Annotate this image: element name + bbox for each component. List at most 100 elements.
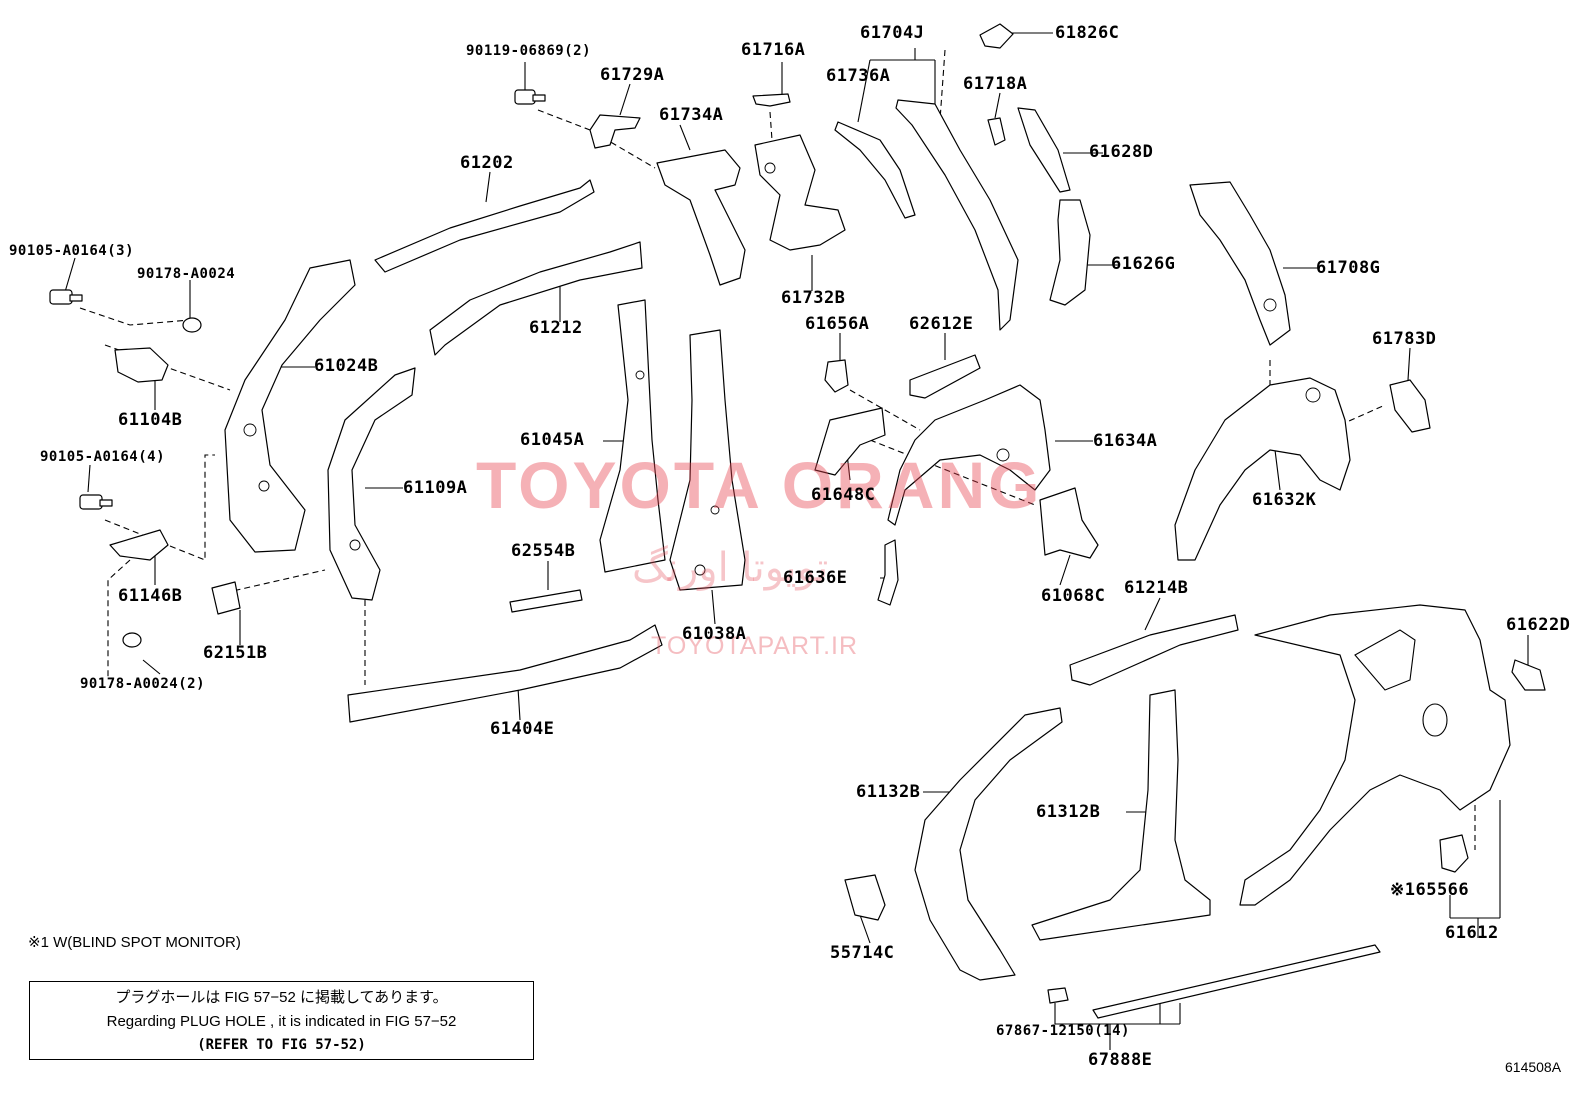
part-label-p23[interactable]: 61634A	[1093, 431, 1158, 451]
part-label-p22[interactable]: 61045A	[520, 430, 585, 450]
part-label-p8[interactable]: 61734A	[659, 105, 724, 125]
pillar-61312B	[1031, 689, 1211, 941]
part-label-p20[interactable]: 61024B	[314, 356, 379, 376]
rocker-61404E	[347, 624, 663, 723]
leader-lines	[64, 32, 1529, 1050]
part-label-p36[interactable]: 90178-A0024(2)	[80, 676, 206, 692]
illustration-code: 614508A	[1505, 1059, 1562, 1075]
rail-61214B	[1069, 614, 1239, 686]
part-label-p12[interactable]: 61708G	[1316, 258, 1381, 278]
part-label-p38[interactable]: 61132B	[856, 782, 921, 802]
part-label-p37[interactable]: 61404E	[490, 719, 555, 739]
part-label-p24[interactable]: 90105-A0164(4)	[40, 449, 166, 465]
pillar-61109A	[327, 367, 416, 601]
quarter-window	[1354, 629, 1416, 691]
plug-hole-note-refer[interactable]: (REFER TO FIG 57-52)	[197, 1037, 366, 1053]
clip-61718A	[987, 117, 1006, 146]
plug-hole-note-english: Regarding PLUG HOLE , it is indicated in…	[106, 1013, 457, 1030]
plug-hole-note-japanese: プラグホールは FIG 57−52 に掲載してあります。	[115, 989, 448, 1006]
hole-details	[243, 162, 1321, 576]
part-shapes	[49, 23, 1546, 1019]
part-label-p6[interactable]: 61736A	[826, 66, 891, 86]
part-label-p44[interactable]: 67888E	[1088, 1050, 1153, 1070]
bracket-61622D	[1511, 659, 1546, 691]
part-label-p14[interactable]: 90178-A0024	[137, 266, 236, 282]
cap-61826C	[979, 23, 1014, 49]
pillar-61038A	[669, 329, 746, 591]
part-label-p11[interactable]: 61626G	[1111, 254, 1176, 274]
panel-61783D	[1389, 379, 1431, 433]
nut-90178	[182, 317, 202, 333]
part-label-p17[interactable]: 61656A	[805, 314, 870, 334]
footnote: ※1 W(BLIND SPOT MONITOR)	[28, 934, 241, 951]
bracket-165566	[1439, 834, 1469, 873]
part-label-p40[interactable]: ※165566	[1390, 880, 1470, 900]
part-label-p1[interactable]: 90119-06869(2)	[466, 43, 592, 59]
rail-61736A	[834, 121, 916, 219]
bolt-90105-4	[79, 494, 113, 510]
part-label-p27[interactable]: 61632K	[1252, 490, 1317, 510]
part-label-p29[interactable]: 61146B	[118, 586, 183, 606]
part-label-p19[interactable]: 61783D	[1372, 329, 1437, 349]
part-label-p41[interactable]: 55714C	[830, 943, 895, 963]
plug-hole-note-box: プラグホールは FIG 57−52 に掲載してあります。 Regarding P…	[29, 981, 534, 1060]
wheelhouse-61634A	[887, 384, 1051, 526]
pillar-61024B	[224, 259, 356, 553]
fuel-door	[1422, 703, 1448, 737]
wheelhouse-61632K	[1174, 377, 1351, 561]
part-label-p2[interactable]: 61729A	[600, 65, 665, 85]
pad-62151B	[211, 581, 241, 615]
strip-62554B	[509, 589, 583, 613]
part-label-p42[interactable]: 61612	[1445, 923, 1499, 943]
part-label-p32[interactable]: 61214B	[1124, 578, 1189, 598]
part-label-p16[interactable]: 61732B	[781, 288, 846, 308]
clip-67867	[1047, 987, 1069, 1004]
bolt-90119-06869	[514, 89, 546, 105]
rail-61202	[374, 179, 595, 273]
panel-61626G	[1049, 199, 1091, 306]
part-label-p4[interactable]: 61704J	[860, 23, 925, 43]
panel-61648C	[814, 407, 886, 476]
part-label-p21[interactable]: 61104B	[118, 410, 183, 430]
part-label-p43[interactable]: 67867-12150(14)	[996, 1023, 1130, 1039]
panel-61636E	[877, 539, 899, 606]
part-label-p9[interactable]: 61628D	[1089, 142, 1154, 162]
part-label-p35[interactable]: 61622D	[1506, 615, 1571, 635]
part-label-p13[interactable]: 90105-A0164(3)	[9, 243, 135, 259]
pillar-61045A	[599, 299, 666, 573]
pillar-61132B	[914, 707, 1063, 981]
part-label-p31[interactable]: 61068C	[1041, 586, 1106, 606]
part-label-p7[interactable]: 61718A	[963, 74, 1028, 94]
rail-61212	[429, 241, 643, 356]
strip-61628D	[1017, 107, 1071, 193]
panel-55714C	[844, 874, 886, 921]
part-label-p39[interactable]: 61312B	[1036, 802, 1101, 822]
nut-90178-2	[122, 632, 142, 648]
moulding-67888E	[1092, 944, 1381, 1019]
bracket-62612E	[909, 354, 981, 399]
quarter-61612	[1239, 604, 1511, 906]
panel-61734A	[656, 149, 746, 286]
part-label-p33[interactable]: 62151B	[203, 643, 268, 663]
bracket-61716A	[752, 93, 791, 107]
part-label-p10[interactable]: 61202	[460, 153, 514, 173]
bracket-61729A	[589, 114, 641, 149]
part-label-p25[interactable]: 61109A	[403, 478, 468, 498]
part-label-p34[interactable]: 61038A	[682, 624, 747, 644]
pillar-61704J	[895, 99, 1019, 331]
part-label-p26[interactable]: 61648C	[811, 485, 876, 505]
bracket-61104B	[114, 347, 169, 383]
part-label-p5[interactable]: 61826C	[1055, 23, 1120, 43]
part-label-p18[interactable]: 62612E	[909, 314, 974, 334]
panel-61068C	[1039, 487, 1099, 559]
bracket-61656A	[824, 359, 849, 393]
panel-61708G	[1189, 181, 1291, 346]
bracket-61146B	[109, 529, 169, 561]
part-label-p30[interactable]: 61636E	[783, 568, 848, 588]
part-label-p28[interactable]: 62554B	[511, 541, 576, 561]
part-label-p15[interactable]: 61212	[529, 318, 583, 338]
panel-61732B	[754, 134, 846, 251]
part-label-p3[interactable]: 61716A	[741, 40, 806, 60]
